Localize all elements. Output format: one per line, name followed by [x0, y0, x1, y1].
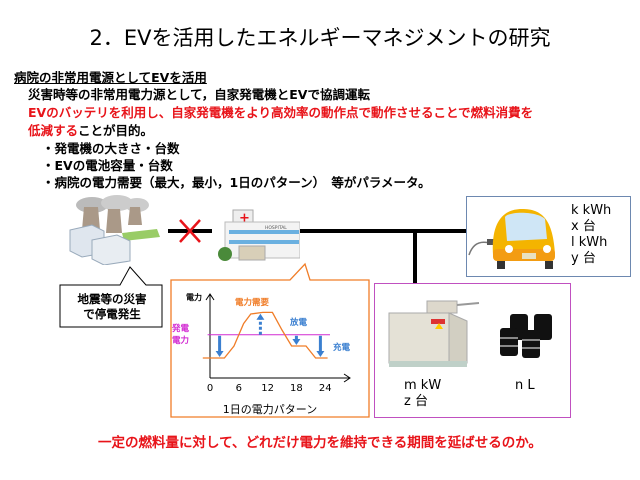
charge-label: 充電: [333, 342, 351, 353]
x-axis-arrow: [343, 373, 351, 383]
fuel-drums-icon: [500, 314, 552, 358]
callout-shape: [59, 266, 163, 328]
page-title: 2．EVを活用したエネルギーマネジメントの研究: [89, 26, 551, 50]
generator-capacity: m kW: [404, 378, 442, 393]
discharge-arrow-head: [256, 313, 265, 320]
y-axis-arrow: [205, 293, 215, 301]
x-tick-label: 24: [319, 383, 332, 394]
callout-line: 地震等の災害: [77, 292, 147, 306]
bullet: ・病院の電力需要（最大，最小，1日のパターン） 等がパラメータ。: [42, 175, 431, 190]
conclusion: 一定の燃料量に対して、どれだけ電力を維持できる期間を延ばせるのか。: [98, 435, 542, 451]
cross-icon: [179, 219, 201, 243]
hospital-sign: HOSPITAL: [265, 225, 287, 231]
generator-icon: [388, 300, 480, 367]
callout-text: 地震等の災害 で停電発生: [60, 292, 164, 322]
chart-callout-box: [170, 262, 370, 418]
ev-label: x 台: [571, 219, 596, 234]
generator-box: m kW z 台 n L: [374, 283, 571, 418]
bullet: ・発電機の大きさ・台数: [42, 141, 180, 156]
chart-title: 1日の電力パターン: [223, 403, 317, 416]
bullet: ・EVの電池容量・台数: [42, 158, 173, 173]
demand-label: 電力需要: [235, 297, 270, 308]
hospital-icon: + HOSPITAL: [218, 209, 300, 261]
ev-car-icon: [468, 209, 555, 269]
power-plant-icon: [69, 195, 160, 265]
text-red: 低減する: [28, 123, 79, 138]
x-tick-label: 6: [236, 383, 242, 394]
charge-arrow-head: [292, 339, 301, 345]
text-line: 災害時等の非常用電力源として，自家発電機とEVで協調運転: [28, 87, 370, 102]
demand-line: [202, 311, 328, 359]
ev-label: k kWh: [571, 203, 612, 218]
ev-label: y 台: [571, 251, 596, 266]
ev-box: k kWh x 台 l kWh y 台: [466, 196, 631, 277]
callout-line: で停電発生: [83, 307, 141, 321]
section-heading: 病院の非常用電源としてEVを活用: [14, 70, 207, 85]
x-tick-label: 0: [207, 383, 213, 394]
text-line-red: EVのバッテリを利用し、自家発電機をより高効率の動作点で動作させることで燃料消費…: [28, 105, 534, 120]
generator-count: z 台: [404, 394, 428, 409]
x-tick-label: 18: [290, 383, 303, 394]
ev-label: l kWh: [571, 235, 608, 250]
text: ことが目的。: [78, 123, 154, 138]
charge-arrow-head: [215, 351, 224, 357]
charge-arrow-head: [316, 351, 325, 357]
svg-text:+: +: [239, 211, 250, 226]
generation-label: 発電電力: [172, 324, 190, 346]
y-axis-label: 電力: [186, 292, 202, 302]
fuel-amount: n L: [515, 378, 535, 393]
discharge-label: 放電: [289, 317, 308, 328]
x-tick-label: 12: [261, 383, 274, 394]
